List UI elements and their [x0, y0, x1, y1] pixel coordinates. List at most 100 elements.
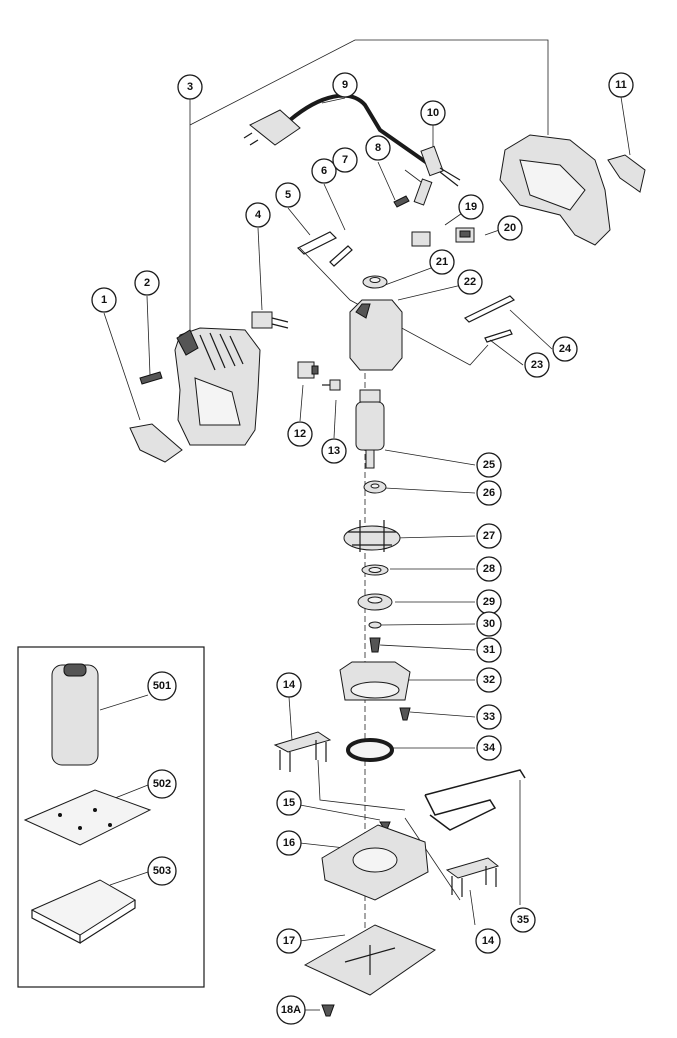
- callout-6: 6: [311, 158, 337, 184]
- part-17-pad: [303, 924, 437, 996]
- callout-label: 15: [283, 797, 295, 809]
- callout-30: 30: [476, 611, 502, 637]
- part-16-pad-base: [321, 824, 429, 901]
- callout-27: 27: [476, 523, 502, 549]
- part-13-carbon-brush: [322, 379, 341, 391]
- part-18a-screw: [321, 1004, 335, 1017]
- callout-label: 24: [559, 343, 572, 355]
- callout-label: 17: [283, 935, 295, 947]
- part-4-capacitor: [251, 311, 289, 329]
- part-21-bearing: [362, 275, 388, 289]
- callout-label: 27: [483, 530, 495, 542]
- callout-17: 17: [276, 928, 302, 954]
- leader-lines: [99, 39, 631, 1011]
- callout-label: 28: [483, 563, 495, 575]
- part-14-bracket-upper: [273, 731, 332, 772]
- part-503-backing-plate: [30, 879, 136, 944]
- part-33-screw: [399, 707, 411, 721]
- callout-16: 16: [276, 830, 302, 856]
- callout-label: 34: [483, 742, 496, 754]
- callout-14-lower: 14: [475, 928, 501, 954]
- callout-9: 9: [332, 72, 358, 98]
- callout-4: 4: [245, 202, 271, 228]
- part-10-cord-armor: [420, 145, 461, 187]
- part-8-cord-clip: [413, 178, 433, 206]
- callout-label: 13: [328, 445, 340, 457]
- callout-25: 25: [476, 452, 502, 478]
- callout-35: 35: [510, 907, 536, 933]
- callout-label: 4: [255, 209, 262, 221]
- callout-22: 22: [457, 269, 483, 295]
- callout-label: 22: [464, 276, 476, 288]
- part-14-bracket-lower: [445, 857, 500, 897]
- callout-28: 28: [476, 556, 502, 582]
- callout-502: 502: [147, 769, 177, 799]
- callout-21: 21: [429, 249, 455, 275]
- callout-8: 8: [365, 135, 391, 161]
- callout-label: 14: [482, 935, 495, 947]
- callout-26: 26: [476, 480, 502, 506]
- part-27-fan: [343, 520, 401, 552]
- callout-33: 33: [476, 704, 502, 730]
- callout-label: 35: [517, 914, 529, 926]
- part-22-stator: [349, 299, 403, 371]
- callout-label: 14: [283, 679, 296, 691]
- callout-5: 5: [275, 182, 301, 208]
- part-29-bearing: [357, 593, 393, 611]
- callout-label: 10: [427, 107, 439, 119]
- callout-12: 12: [287, 421, 313, 447]
- part-25-armature: [355, 389, 385, 469]
- callout-13: 13: [321, 438, 347, 464]
- callout-label: 5: [285, 189, 291, 201]
- callout-label: 30: [483, 618, 495, 630]
- part-26-bearing: [363, 480, 387, 494]
- callout-label: 8: [375, 142, 381, 154]
- part-20-switch: [455, 227, 475, 243]
- callout-34: 34: [476, 735, 502, 761]
- callout-label: 9: [342, 79, 348, 91]
- callout-7: 7: [332, 147, 358, 173]
- part-501-dust-bag: [51, 663, 99, 766]
- callout-501: 501: [147, 671, 177, 701]
- part-7-screw: [393, 195, 410, 208]
- callout-label: 501: [153, 680, 171, 692]
- callout-14-upper: 14: [276, 672, 302, 698]
- callout-label: 31: [483, 644, 495, 656]
- part-32-fan-guide: [339, 661, 411, 701]
- callout-19: 19: [458, 194, 484, 220]
- callouts: 1 2 3 4 5 6 7 8 9 10 11 12 13 14 14 15 1…: [91, 72, 634, 1025]
- callout-label: 29: [483, 596, 495, 608]
- callout-15: 15: [276, 790, 302, 816]
- part-24-brush-terminal: [463, 295, 516, 323]
- part-30-washer: [368, 621, 382, 629]
- part-35-clamp-wire: [424, 769, 526, 831]
- callout-label: 20: [504, 222, 516, 234]
- part-23-brush-terminal: [484, 329, 513, 343]
- callout-20: 20: [497, 215, 523, 241]
- callout-label: 23: [531, 359, 543, 371]
- callout-1: 1: [91, 287, 117, 313]
- part-31-screw: [369, 637, 381, 653]
- callout-2: 2: [134, 270, 160, 296]
- callout-label: 12: [294, 428, 306, 440]
- callout-23: 23: [524, 352, 550, 378]
- part-5-brush-terminal: [296, 231, 338, 255]
- callout-label: 7: [342, 154, 348, 166]
- part-28-washer: [361, 564, 389, 576]
- callout-3: 3: [177, 74, 203, 100]
- callout-32: 32: [476, 667, 502, 693]
- part-11-handle-cover: [499, 134, 646, 246]
- callout-31: 31: [476, 637, 502, 663]
- callout-label: 6: [321, 165, 327, 177]
- callout-24: 24: [552, 336, 578, 362]
- part-2-screw: [139, 371, 163, 385]
- callout-label: 18A: [281, 1004, 301, 1016]
- callout-label: 1: [101, 294, 107, 306]
- callout-label: 19: [465, 201, 477, 213]
- callout-11: 11: [608, 72, 634, 98]
- part-1-side-cover: [129, 423, 183, 463]
- accessory-box: [17, 646, 205, 988]
- part-6-brush-terminal: [329, 245, 353, 267]
- callout-label: 26: [483, 487, 495, 499]
